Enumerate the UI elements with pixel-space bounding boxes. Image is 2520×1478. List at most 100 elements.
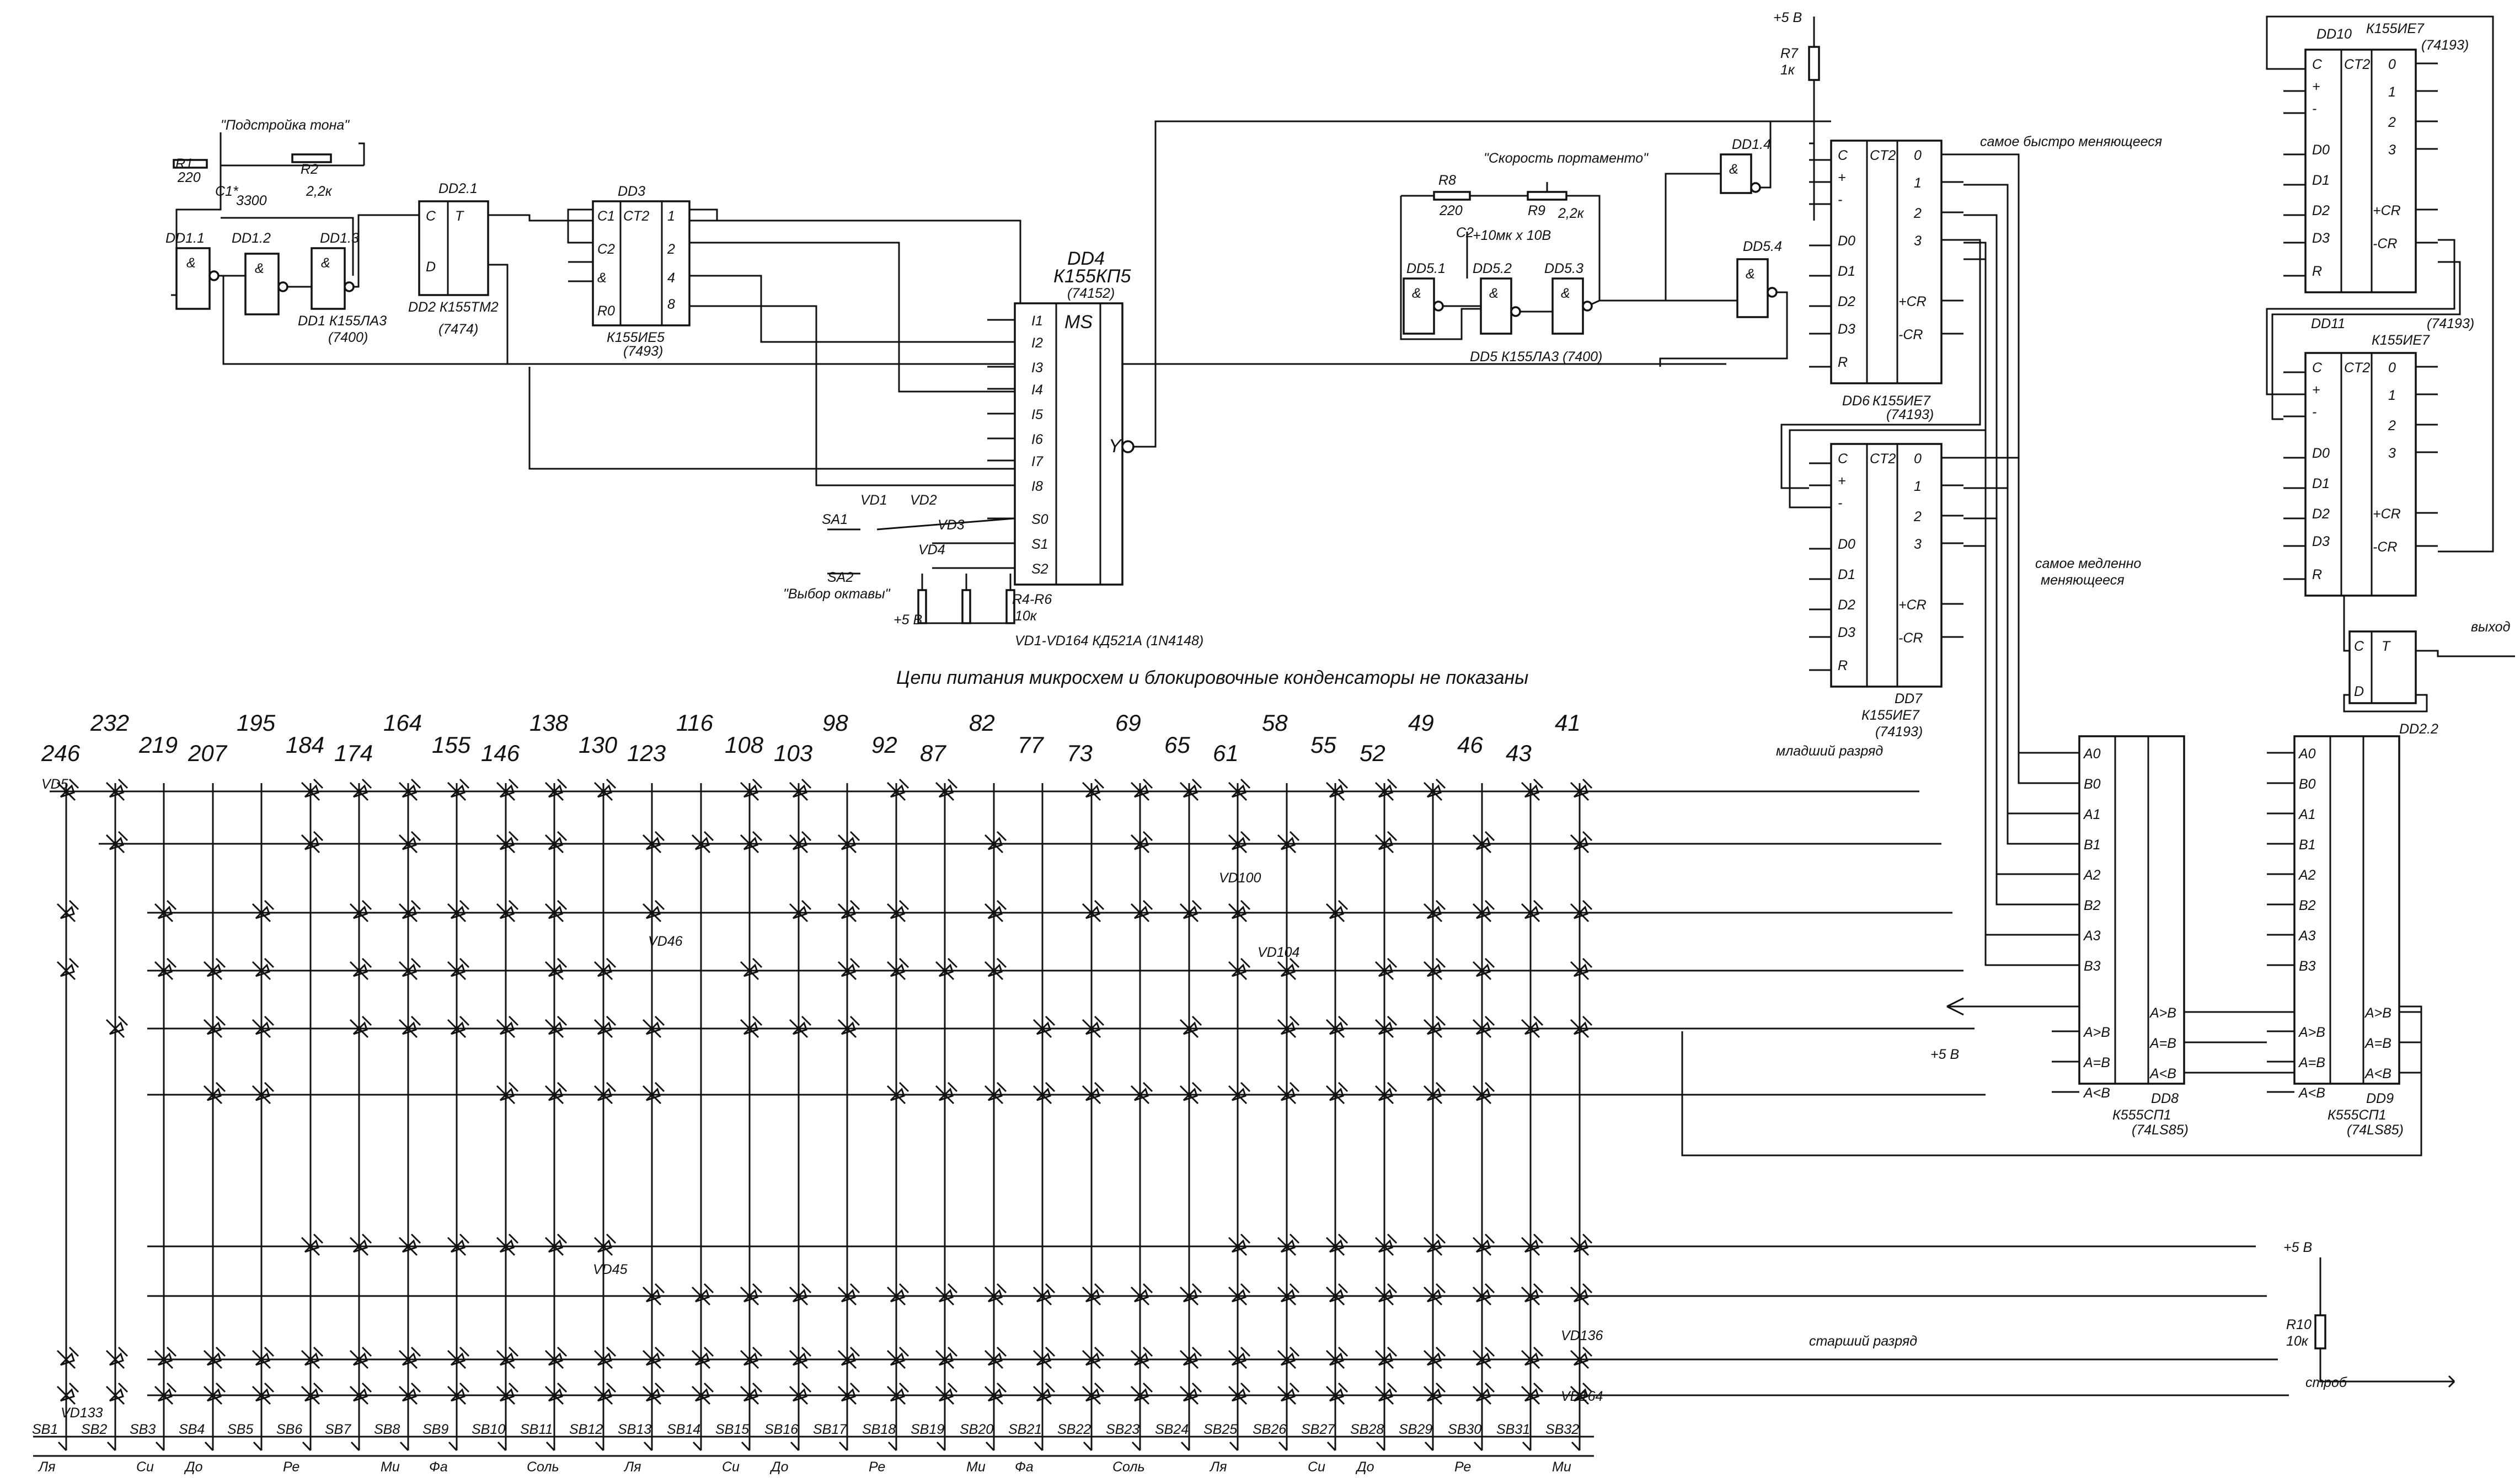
svg-text:3: 3 — [2388, 446, 2396, 461]
diode — [1472, 1283, 1495, 1306]
svg-text:&: & — [1729, 162, 1738, 177]
svg-text:A<B: A<B — [2298, 1085, 2325, 1101]
freq-divisor-sb4: 207 — [188, 740, 228, 766]
key-sb5-label: SB5 — [227, 1422, 253, 1437]
svg-text:D1: D1 — [1838, 567, 1855, 582]
key-sb17-label: SB17 — [813, 1422, 847, 1437]
svg-text:CT2: CT2 — [1870, 451, 1896, 467]
diode — [789, 1346, 812, 1369]
svg-text:A>B: A>B — [2083, 1025, 2110, 1040]
svg-text:D3: D3 — [2312, 231, 2330, 246]
svg-text:D0: D0 — [1838, 537, 1855, 552]
diode — [691, 831, 714, 854]
note-slow2: меняющееся — [2041, 572, 2125, 588]
diode — [886, 1283, 909, 1306]
key-sb23-label: SB23 — [1106, 1422, 1139, 1437]
diode — [1374, 1233, 1398, 1256]
freq-divisor-sb20: 82 — [969, 710, 995, 736]
diode — [1423, 957, 1446, 981]
key-sb25-label: SB25 — [1203, 1422, 1237, 1437]
freq-divisor-sb14: 116 — [676, 710, 714, 736]
key-sb19-label: SB19 — [911, 1422, 944, 1437]
svg-text:VD4: VD4 — [918, 542, 945, 558]
note-sb6: Ре — [283, 1459, 299, 1475]
diode — [1521, 1382, 1544, 1405]
diode — [56, 778, 79, 801]
diode — [56, 1382, 79, 1405]
freq-divisor-sb7: 174 — [334, 740, 373, 766]
diode — [1179, 1081, 1202, 1105]
dd7-note: младший разряд — [1776, 743, 1883, 759]
svg-text:10к: 10к — [2286, 1334, 2309, 1349]
diode — [447, 1015, 470, 1038]
diode — [935, 1346, 958, 1369]
svg-text:S1: S1 — [1031, 537, 1048, 552]
freq-divisor-sb15: 108 — [725, 732, 764, 758]
diode — [1082, 1283, 1105, 1306]
dd10-alt: (74193) — [2421, 38, 2469, 53]
dd8-type: К555СП1 — [2112, 1107, 2171, 1123]
dd9-type: К555СП1 — [2328, 1107, 2387, 1123]
dd10-type: К155ИЕ7 — [2366, 21, 2425, 36]
r2-potentiometer — [291, 153, 332, 163]
svg-text:CT2: CT2 — [623, 208, 649, 224]
diode — [1521, 1233, 1544, 1256]
diode — [1374, 1382, 1398, 1405]
diode — [1277, 1015, 1300, 1038]
diode — [1228, 1346, 1251, 1369]
diode — [1521, 1283, 1544, 1306]
diode — [252, 1081, 275, 1105]
svg-text:8: 8 — [667, 297, 675, 312]
svg-text:2: 2 — [667, 242, 675, 257]
key-sb15-label: SB15 — [715, 1422, 749, 1437]
dd7-type: К155ИЕ7 — [1861, 708, 1920, 723]
svg-text:3: 3 — [1914, 233, 1922, 249]
c1-value: 3300 — [236, 193, 267, 208]
dd4-label: DD4 — [1067, 248, 1105, 269]
diode — [1325, 1346, 1349, 1369]
svg-text:C: C — [2312, 360, 2323, 376]
diode — [1570, 1233, 1593, 1256]
key-sb12-label: SB12 — [569, 1422, 603, 1437]
svg-text:&: & — [597, 270, 607, 286]
diode — [398, 778, 421, 801]
svg-text:0: 0 — [2388, 57, 2396, 72]
svg-text:0: 0 — [2388, 360, 2396, 376]
diode — [789, 1382, 812, 1405]
svg-text:A>B: A>B — [2364, 1005, 2391, 1021]
diode — [886, 778, 909, 801]
svg-text:-: - — [1838, 192, 1842, 207]
diode — [691, 1382, 714, 1405]
dd9-alt: (74LS85) — [2347, 1122, 2404, 1138]
diode — [1277, 1283, 1300, 1306]
key-sb20-label: SB20 — [960, 1422, 993, 1437]
svg-text:DD5.2: DD5.2 — [1473, 261, 1512, 276]
svg-text:A1: A1 — [2298, 807, 2316, 822]
diode — [837, 957, 860, 981]
diode — [740, 1283, 763, 1306]
freq-divisor-sb23: 69 — [1115, 710, 1141, 736]
diode — [1423, 899, 1446, 923]
svg-text:I1: I1 — [1031, 313, 1043, 329]
freq-divisor-sb11: 138 — [529, 710, 569, 736]
diode — [252, 957, 275, 981]
diode — [1032, 1081, 1056, 1105]
svg-text:R7: R7 — [1780, 46, 1799, 61]
dd1-alt: (7400) — [328, 330, 368, 345]
svg-text:B3: B3 — [2299, 958, 2316, 974]
note-sb4: До — [184, 1459, 203, 1475]
svg-text:A<B: A<B — [2364, 1066, 2391, 1081]
dd1-3-label: DD1.3 — [320, 231, 359, 246]
svg-text:C: C — [426, 208, 436, 224]
note-sb11: Соль — [527, 1459, 559, 1475]
diode — [837, 831, 860, 854]
diode — [1472, 1382, 1495, 1405]
freq-divisor-sb17: 98 — [822, 710, 848, 736]
freq-divisor-sb19: 87 — [920, 740, 946, 766]
diode — [1374, 1081, 1398, 1105]
diode — [1179, 1346, 1202, 1369]
dd1-oscillator: &&& DD1.1 DD1.2 DD1.3 DD1 К155ЛА3 (7400)… — [165, 117, 387, 345]
sa2-caption: "Выбор октавы" — [783, 586, 891, 602]
